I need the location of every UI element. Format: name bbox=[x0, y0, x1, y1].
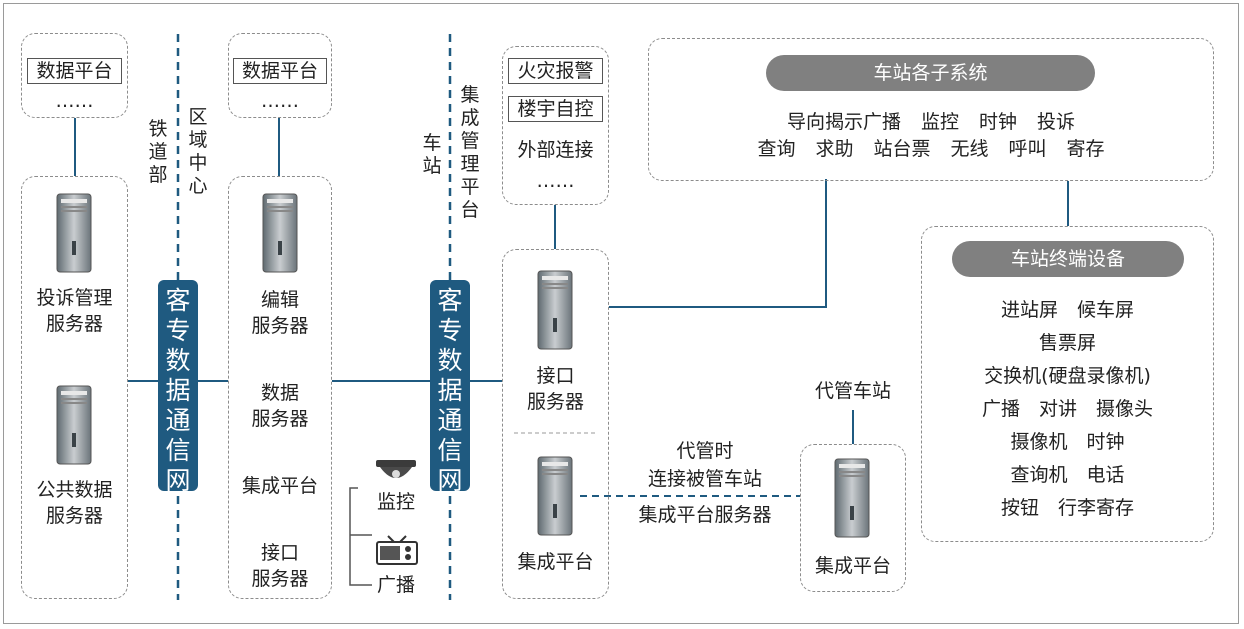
proxy-station-label: 代管车站 bbox=[814, 380, 891, 402]
diagram-frame bbox=[3, 3, 1239, 624]
label-region-center: 区域中心 bbox=[188, 106, 208, 197]
terminal-row-6: 查询机 电话 bbox=[1010, 464, 1125, 486]
fire-alarm-label: 火灾报警 bbox=[508, 58, 603, 84]
building-automation-label: 楼宇自控 bbox=[508, 96, 603, 122]
proxy-integrated-platform-label: 集成平台 bbox=[814, 555, 891, 577]
link-station-subsystems bbox=[609, 179, 827, 308]
public-data-server-label: 公共数据 服务器 bbox=[36, 479, 113, 527]
subsystems-row-2: 查询求助站台票无线呼叫寄存 bbox=[648, 136, 1214, 162]
region-server-box bbox=[228, 176, 332, 599]
subsystem-item: 导向揭示广播 bbox=[786, 111, 901, 133]
terminal-row-7: 按钮 行李寄存 bbox=[1000, 497, 1134, 519]
terminal-row-5: 摄像机 时钟 bbox=[1010, 431, 1125, 453]
subsystem-item: 时钟 bbox=[979, 111, 1018, 133]
network-bar-left: 客专数据通信网 bbox=[158, 280, 198, 495]
label-railway-dept: 铁道部 bbox=[148, 118, 168, 186]
region-ellipsis: …… bbox=[261, 90, 299, 112]
subsystems-row-1: 导向揭示广播监控时钟投诉 bbox=[648, 109, 1214, 135]
subsystem-item: 查询 bbox=[757, 138, 796, 160]
label-station: 车站 bbox=[422, 132, 442, 177]
terminal-row-4: 广播 对讲 摄像头 bbox=[981, 398, 1153, 420]
label-integrated-platform: 集成管理平台 bbox=[460, 84, 480, 221]
station-integrated-platform-label: 集成平台 bbox=[517, 551, 594, 573]
region-integrated-platform-label: 集成平台 bbox=[241, 475, 318, 497]
broadcast-label: 广播 bbox=[376, 574, 415, 596]
network-bar-right: 客专数据通信网 bbox=[430, 280, 470, 495]
terminals-box bbox=[921, 226, 1214, 542]
railway-data-platform-label: 数据平台 bbox=[27, 58, 122, 84]
external-connection-label: 外部连接 bbox=[517, 139, 594, 161]
railway-top-box bbox=[21, 33, 128, 118]
proxy-note-line2: 连接被管车站 bbox=[647, 468, 762, 490]
railway-server-box bbox=[21, 176, 128, 599]
subsystems-title: 车站各子系统 bbox=[766, 55, 1095, 91]
station-server-box bbox=[502, 249, 609, 599]
station-ellipsis: …… bbox=[536, 170, 575, 192]
server-icon bbox=[834, 458, 870, 542]
link-devices bbox=[349, 487, 372, 586]
proxy-station-box bbox=[800, 444, 906, 592]
region-top-box bbox=[228, 33, 332, 118]
railway-ellipsis: …… bbox=[55, 90, 94, 112]
subsystems-box bbox=[648, 38, 1214, 181]
server-icon bbox=[56, 193, 92, 277]
subsystem-item: 无线 bbox=[950, 138, 989, 160]
terminal-row-2: 售票屏 bbox=[1038, 332, 1096, 354]
subsystem-item: 监控 bbox=[920, 111, 959, 133]
surveillance-label: 监控 bbox=[376, 491, 415, 513]
terminal-row-1: 进站屏 候车屏 bbox=[1000, 299, 1134, 321]
broadcast-radio-icon bbox=[376, 535, 418, 569]
subsystem-item: 寄存 bbox=[1066, 138, 1105, 160]
terminals-title: 车站终端设备 bbox=[952, 241, 1184, 277]
terminal-row-3: 交换机(硬盘录像机) bbox=[984, 365, 1151, 387]
proxy-note-line1: 代管时 bbox=[676, 440, 734, 462]
server-icon bbox=[262, 193, 298, 277]
server-icon bbox=[56, 385, 92, 469]
surveillance-camera-icon bbox=[374, 459, 418, 491]
data-server-label: 数据 服务器 bbox=[251, 382, 309, 430]
subsystem-item: 求助 bbox=[815, 138, 854, 160]
region-data-platform-label: 数据平台 bbox=[233, 58, 327, 84]
station-interface-server-label: 接口 服务器 bbox=[526, 365, 584, 413]
editing-server-label: 编辑 服务器 bbox=[251, 289, 309, 337]
complaint-server-label: 投诉管理 服务器 bbox=[36, 287, 113, 335]
subsystem-item: 呼叫 bbox=[1008, 138, 1047, 160]
subsystem-item: 站台票 bbox=[873, 138, 931, 160]
station-top-box bbox=[502, 46, 609, 205]
server-icon bbox=[537, 456, 573, 540]
subsystem-item: 投诉 bbox=[1037, 111, 1076, 133]
server-icon bbox=[537, 270, 573, 354]
region-interface-server-label: 接口 服务器 bbox=[251, 542, 309, 590]
proxy-note-line3: 集成平台服务器 bbox=[638, 504, 772, 526]
